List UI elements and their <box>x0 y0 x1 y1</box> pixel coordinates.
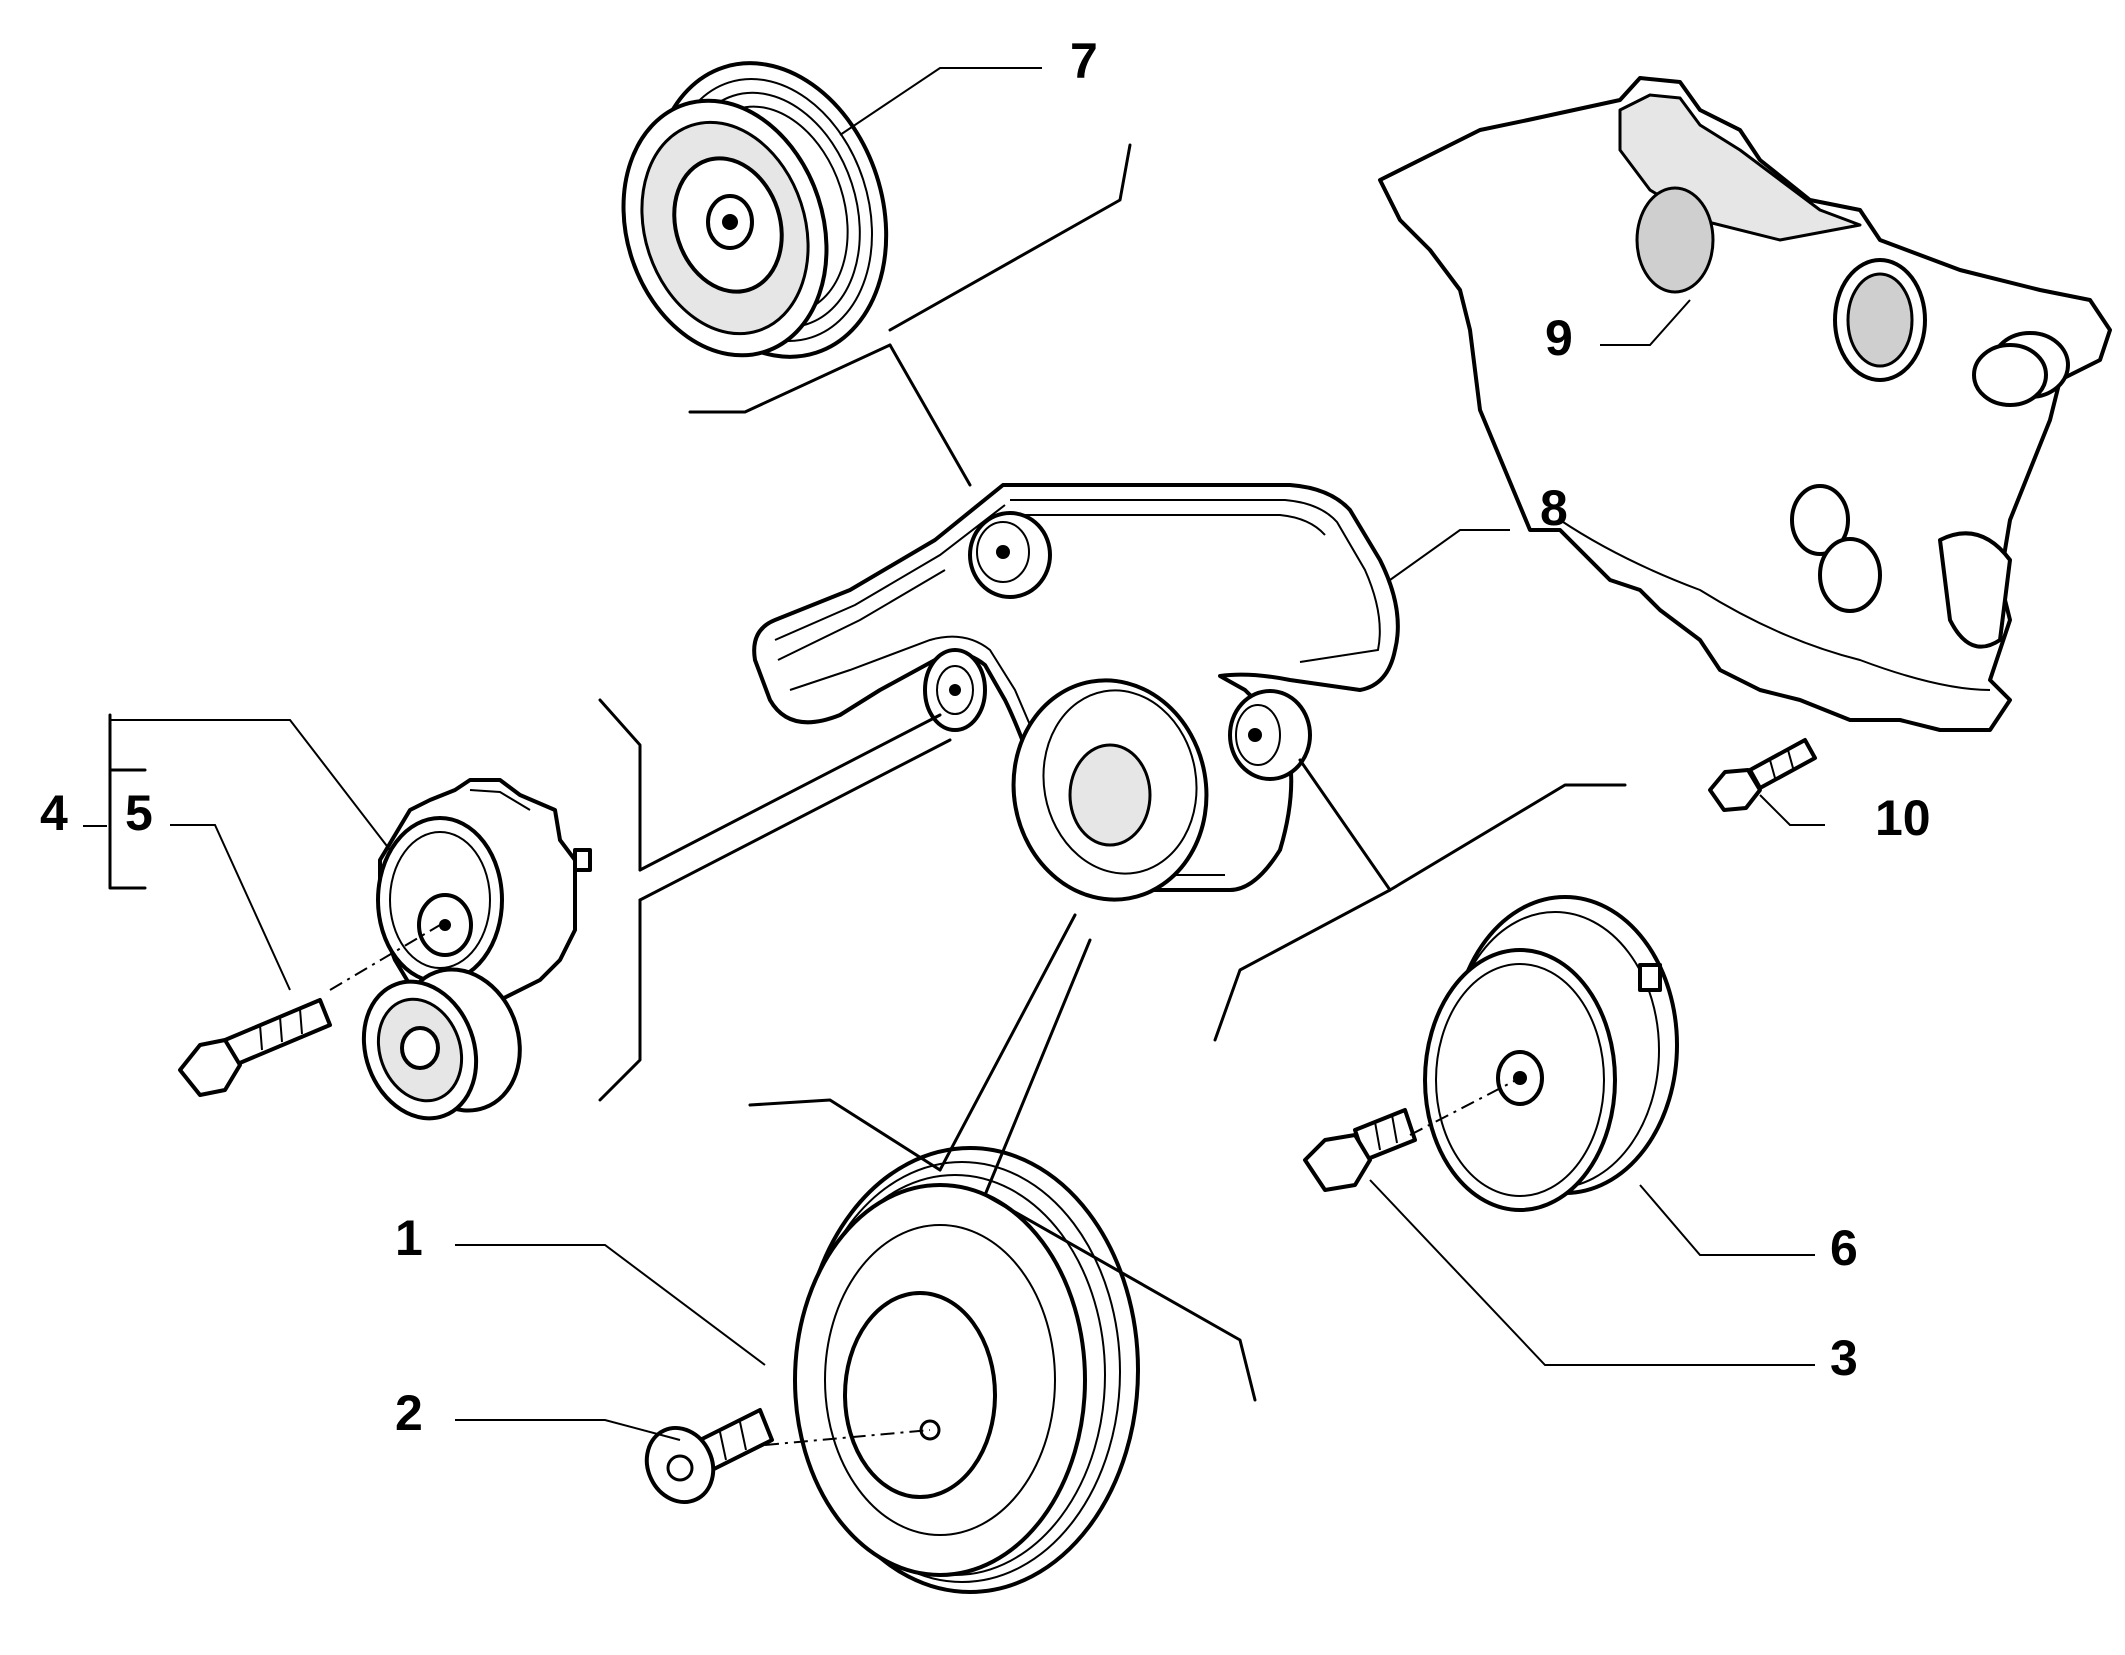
exploded-view-lines <box>598 143 1627 1402</box>
callout-10: 10 <box>1875 790 1931 846</box>
part-2-pulley-bolt <box>644 1408 774 1504</box>
part-9-cover-plate <box>1378 76 2112 732</box>
callout-4: 4 <box>40 785 68 841</box>
part-3-idler-bolt <box>1303 1108 1417 1192</box>
part-5-tensioner-bolt <box>178 998 332 1097</box>
callout-9: 9 <box>1545 310 1573 366</box>
callout-1: 1 <box>395 1210 423 1266</box>
callout-6: 6 <box>1830 1220 1858 1276</box>
part-6-idler-pulley <box>1423 895 1679 1212</box>
callout-5: 5 <box>125 785 153 841</box>
part-1-crankshaft-pulley <box>793 1146 1140 1594</box>
part-7-idler-pulley <box>621 61 889 359</box>
assembly-axis-lines <box>329 924 1521 1446</box>
callout-8: 8 <box>1540 480 1568 536</box>
callout-7: 7 <box>1070 33 1098 89</box>
callout-3: 3 <box>1830 1330 1858 1386</box>
part-4-belt-tensioner <box>361 778 592 1121</box>
part-8-drive-belt <box>752 483 1400 902</box>
callout-leader-lines <box>83 67 1825 1441</box>
callout-2: 2 <box>395 1385 423 1441</box>
callout-labels: 1 2 3 4 5 6 7 8 9 10 <box>40 33 1931 1441</box>
part-10-cover-bolt <box>1708 738 1817 812</box>
